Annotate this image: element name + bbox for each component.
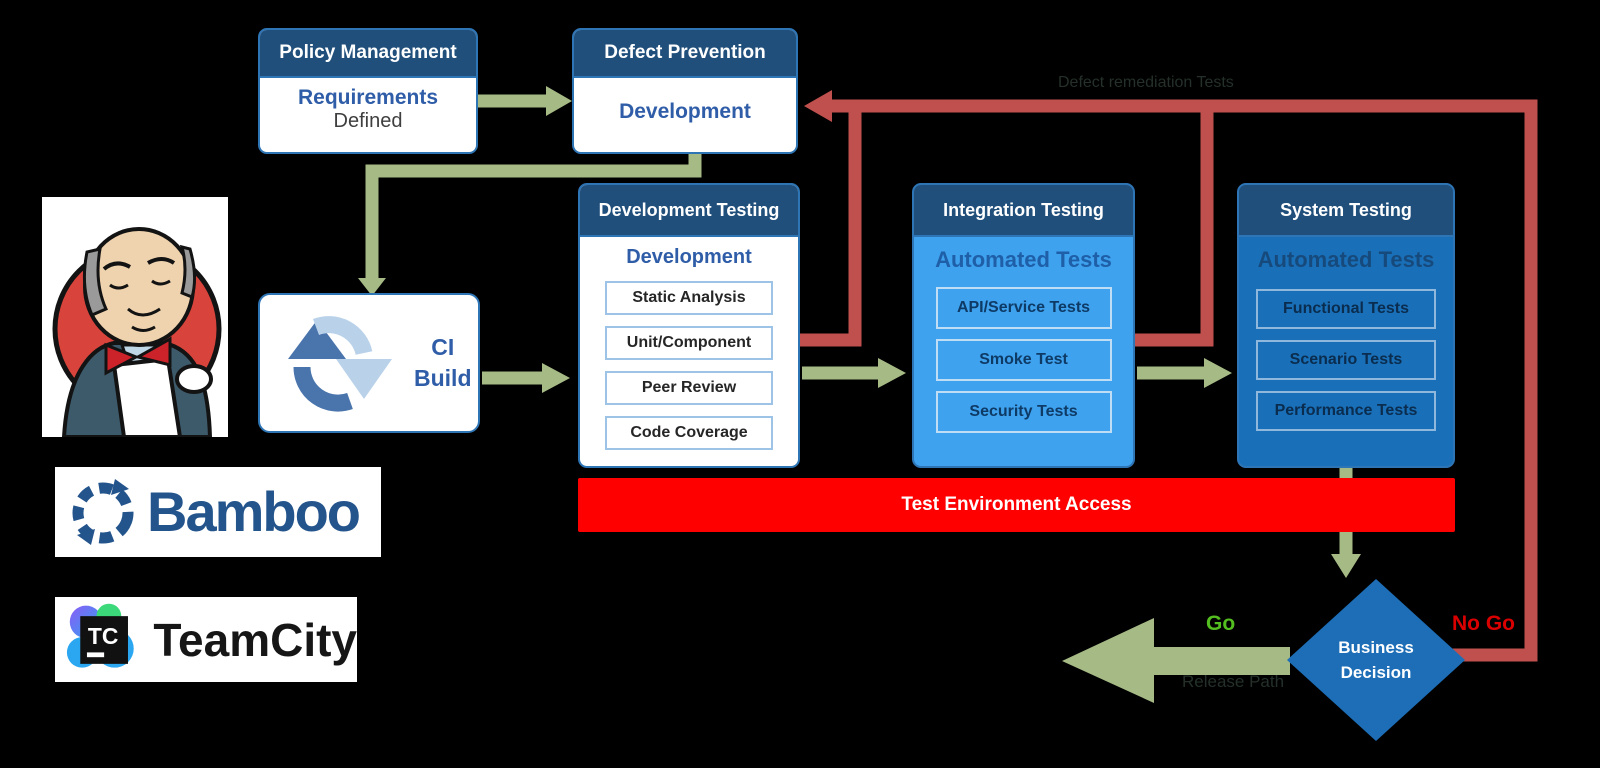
system-testing-box: System Testing Automated Tests Functiona…	[1237, 183, 1455, 468]
defect-prevention-box: Defect Prevention Development	[572, 28, 798, 154]
integration-testing-box: Integration Testing Automated Tests API/…	[912, 183, 1135, 468]
unit-component-item: Unit/Component	[605, 326, 773, 360]
jenkins-butler-icon	[52, 227, 222, 437]
release-path-label: Release Path	[1182, 672, 1285, 691]
business-decision-line1: Business	[1338, 638, 1414, 657]
arrow-cibuild-to-devtesting-icon	[482, 363, 570, 393]
ci-build-line1: CI	[431, 334, 455, 360]
scenario-tests-item: Scenario Tests	[1256, 340, 1436, 380]
nogo-feedback-line	[832, 99, 1538, 662]
teamcity-badge-text: TC	[88, 622, 119, 648]
requirements-defined-line2: Defined	[333, 110, 403, 132]
performance-tests-item: Performance Tests	[1256, 391, 1436, 431]
feedback-branch-integration	[1131, 100, 1214, 347]
security-tests-item: Security Tests	[935, 391, 1112, 433]
code-coverage-item: Code Coverage	[605, 416, 773, 450]
teamcity-badge-icon: TC	[66, 603, 134, 668]
policy-management-title: Policy Management	[260, 30, 476, 78]
ci-build-box: CI Build	[258, 293, 480, 433]
development-testing-box: Development Testing Development Static A…	[578, 183, 800, 468]
defect-prevention-title: Defect Prevention	[574, 30, 796, 78]
system-testing-title: System Testing	[1239, 185, 1453, 237]
no-go-label: No Go	[1452, 612, 1515, 635]
arrow-devtesting-to-integration-icon	[802, 358, 906, 388]
ci-build-line2: Build	[414, 365, 472, 391]
peer-review-item: Peer Review	[605, 371, 773, 405]
policy-management-box: Policy Management Requirements Defined	[258, 28, 478, 154]
static-analysis-item: Static Analysis	[605, 281, 773, 315]
teamcity-wordmark: TeamCity	[153, 613, 357, 666]
jenkins-logo	[42, 197, 228, 437]
functional-tests-item: Functional Tests	[1256, 289, 1436, 329]
development-testing-subtitle: Development	[626, 246, 752, 268]
integration-subtitle: Automated Tests	[935, 247, 1112, 272]
api-service-tests-item: API/Service Tests	[935, 287, 1112, 329]
integration-testing-title: Integration Testing	[914, 185, 1133, 237]
smoke-test-item: Smoke Test	[935, 339, 1112, 381]
arrow-integration-to-system-icon	[1137, 358, 1232, 388]
go-arrow-icon	[1062, 618, 1290, 703]
ci-cycle-icon	[288, 316, 392, 412]
requirements-defined-line1: Requirements	[297, 86, 439, 109]
bamboo-logo: Bamboo	[55, 467, 381, 557]
business-decision-line2: Decision	[1340, 663, 1412, 682]
feedback-arrowhead-icon	[804, 90, 832, 122]
defect-prevention-body: Development	[619, 100, 751, 123]
arrow-policy-to-defect-icon	[478, 86, 572, 116]
feedback-label: Defect remediation Tests	[1058, 74, 1234, 91]
arrow-defect-to-cibuild-icon	[358, 150, 702, 296]
go-label: Go	[1206, 612, 1236, 635]
system-subtitle: Automated Tests	[1257, 247, 1435, 272]
feedback-branch-devtesting	[796, 100, 862, 347]
bamboo-cycle-icon	[72, 479, 134, 545]
development-testing-title: Development Testing	[580, 185, 798, 237]
bamboo-wordmark: Bamboo	[147, 480, 361, 543]
teamcity-logo: TC TeamCity	[55, 597, 357, 682]
test-environment-access-bar: Test Environment Access	[578, 478, 1455, 532]
